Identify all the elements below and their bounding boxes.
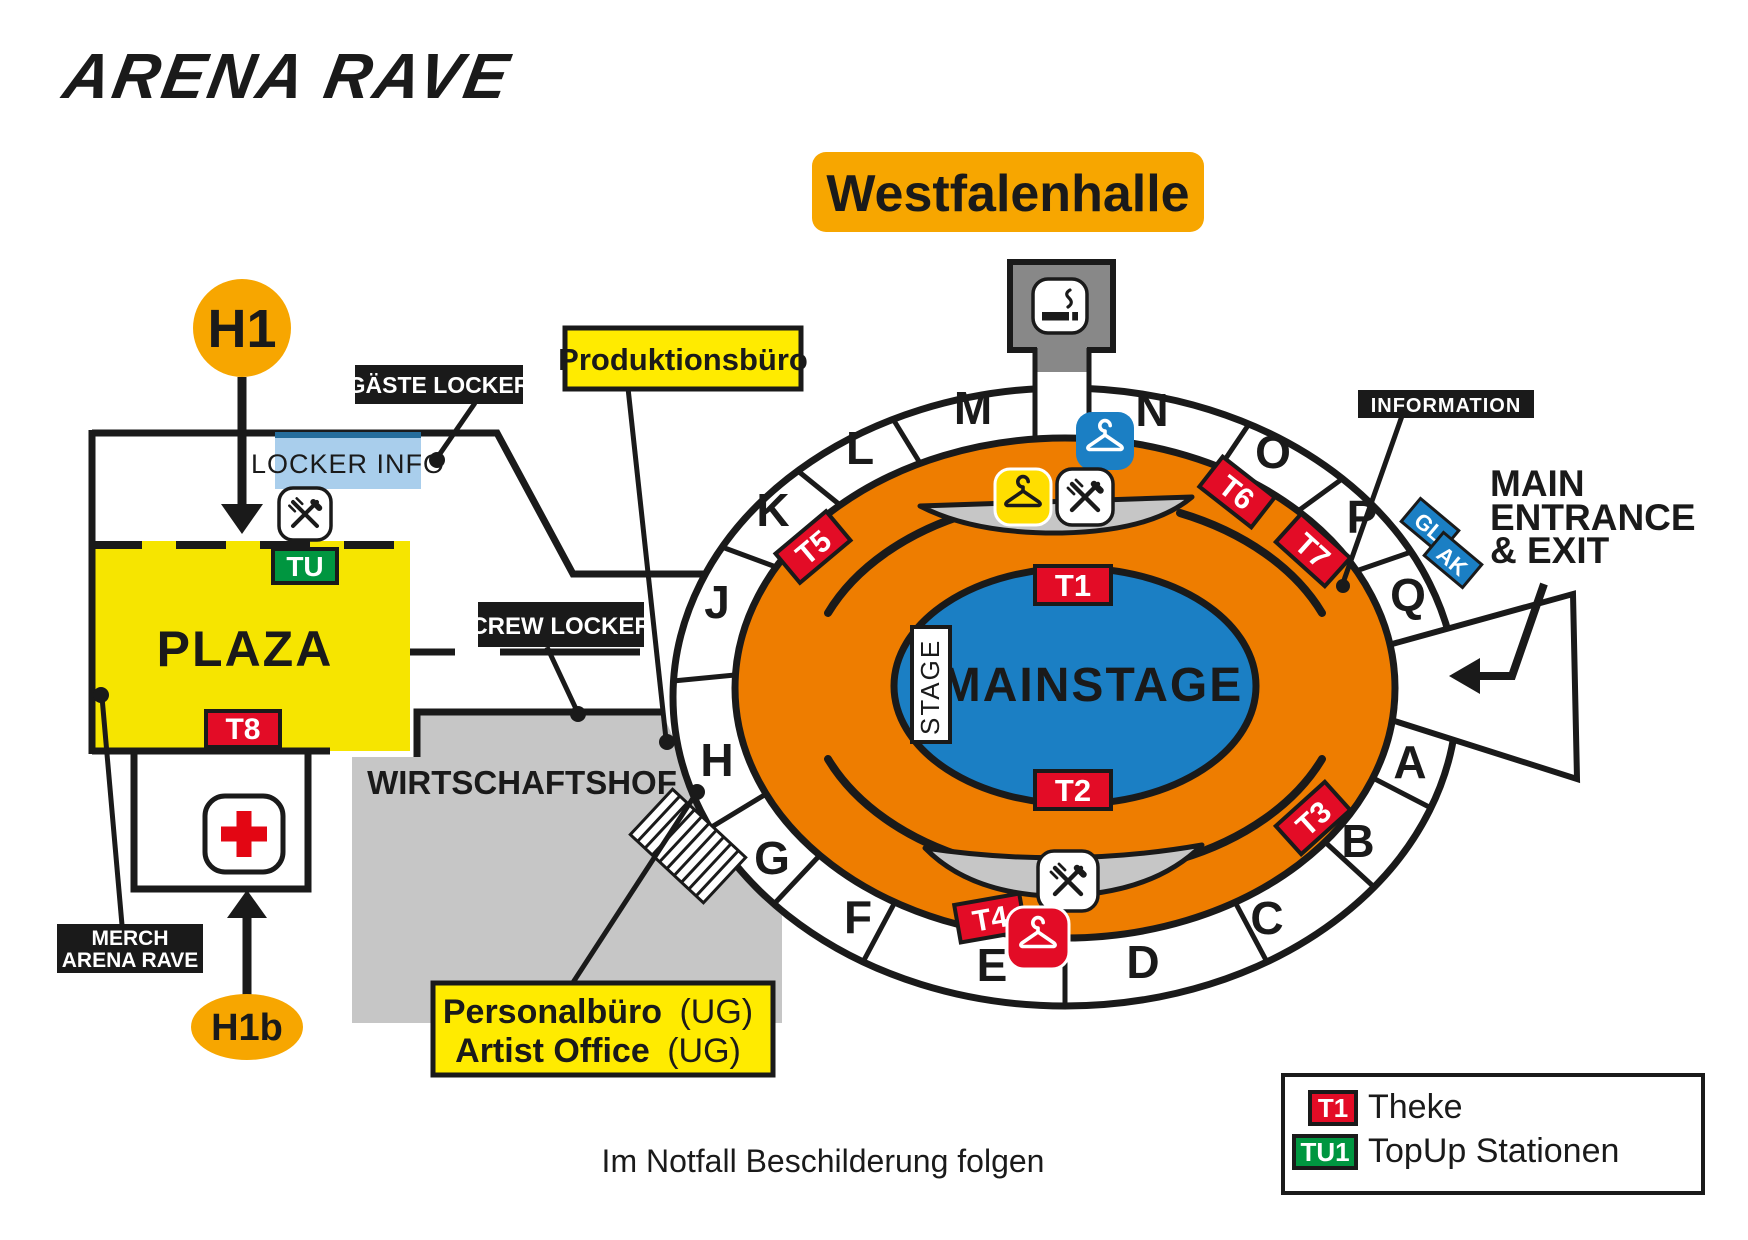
stage-box bbox=[910, 625, 952, 744]
section-label-b: B bbox=[1341, 815, 1374, 867]
stage-label: STAGE bbox=[915, 639, 945, 735]
plaza-label: PLAZA bbox=[157, 621, 334, 677]
section-label-k: K bbox=[756, 484, 789, 536]
section-label-a: A bbox=[1393, 736, 1426, 788]
svg-text:TU: TU bbox=[286, 551, 323, 582]
artist-office-suffix: (UG) bbox=[667, 1032, 741, 1070]
first-aid-icon bbox=[202, 793, 286, 875]
section-label-q: Q bbox=[1390, 569, 1426, 621]
information-label: INFORMATION bbox=[1371, 395, 1522, 417]
badge-t5: T5 bbox=[772, 508, 854, 586]
main-entrance-line2: ENTRANCE bbox=[1490, 497, 1696, 538]
merch-label-line2: ARENA RAVE bbox=[62, 949, 199, 972]
svg-text:Artist Office (UG): Artist Office (UG) bbox=[455, 1032, 741, 1070]
legend: T1 Theke TU1 TopUp Stationen bbox=[1281, 1073, 1705, 1195]
logo-text: ARENA RAVE bbox=[56, 40, 517, 111]
svg-text:T2: T2 bbox=[1055, 773, 1091, 808]
h1-circle bbox=[193, 279, 291, 377]
entrance-arrow-shaft bbox=[1477, 582, 1548, 680]
smoking-area bbox=[1007, 259, 1116, 376]
legend-theke-label: Theke bbox=[1368, 1088, 1463, 1126]
merch-label-line1: MERCH bbox=[92, 927, 169, 950]
h1-arrow bbox=[221, 504, 263, 534]
hall-title: Westfalenhalle bbox=[826, 165, 1189, 223]
mainstage-label: MAINSTAGE bbox=[941, 659, 1243, 712]
svg-text:T1: T1 bbox=[1318, 1093, 1348, 1123]
mainstage-floor: MAINSTAGE STAGE bbox=[890, 564, 1260, 808]
section-label-j: J bbox=[704, 576, 730, 628]
badge-tu: TU bbox=[271, 547, 339, 585]
legend-topup-label: TopUp Stationen bbox=[1368, 1132, 1619, 1170]
badge-ak: AK bbox=[1422, 530, 1484, 590]
main-entrance-line3: & EXIT bbox=[1490, 530, 1610, 571]
artist-office-label: Artist Office bbox=[455, 1032, 650, 1070]
h1b-label: H1b bbox=[211, 1007, 283, 1049]
section-label-l: L bbox=[846, 422, 874, 474]
section-dividers bbox=[672, 417, 1433, 1006]
locker-info-label: LOCKER INFO bbox=[251, 449, 445, 479]
svg-text:T8: T8 bbox=[225, 713, 260, 746]
svg-text:Personalbüro (UG): Personalbüro (UG) bbox=[443, 993, 753, 1031]
badge-t8: T8 bbox=[204, 709, 282, 749]
personalbuero-suffix: (UG) bbox=[679, 993, 753, 1031]
badge-t1: T1 bbox=[1033, 564, 1113, 606]
section-label-o: O bbox=[1255, 426, 1291, 478]
h1-label: H1 bbox=[207, 299, 276, 359]
main-entrance-funnel bbox=[1384, 582, 1581, 784]
svg-text:T1: T1 bbox=[1055, 568, 1091, 603]
section-label-m: M bbox=[954, 382, 992, 434]
smoking-area-icon bbox=[1031, 277, 1089, 335]
crew-locker-label: CREW LOCKER bbox=[470, 613, 651, 640]
wirtschaftshof-label: WIRTSCHAFTSHOF bbox=[367, 764, 677, 801]
locker-info-box: LOCKER INFO bbox=[251, 432, 445, 489]
arena-rave-logo: ARENA RAVE bbox=[56, 40, 517, 111]
food-icon-top bbox=[1055, 467, 1115, 527]
first-aid-room-wall bbox=[130, 751, 312, 893]
wardrobe-yellow-icon bbox=[993, 467, 1053, 527]
section-label-h: H bbox=[700, 734, 733, 786]
personalbuero-callout: Personalbüro (UG) Artist Office (UG) bbox=[430, 784, 776, 1078]
h1b-marker: H1b bbox=[191, 890, 303, 1060]
emergency-note: Im Notfall Beschilderung folgen bbox=[602, 1143, 1045, 1179]
wardrobe-red-icon bbox=[1005, 905, 1071, 971]
section-label-n: N bbox=[1135, 384, 1168, 436]
section-label-e: E bbox=[977, 939, 1008, 991]
information-callout: INFORMATION bbox=[1336, 390, 1534, 593]
h1b-ellipse bbox=[191, 994, 303, 1060]
badge-t6: T6 bbox=[1196, 453, 1278, 531]
entrance-arrow-head bbox=[1449, 658, 1480, 694]
main-entrance-line1: MAIN bbox=[1490, 463, 1585, 504]
badge-t2: T2 bbox=[1033, 769, 1113, 811]
hall-title-background bbox=[812, 152, 1204, 232]
hall-title-banner: Westfalenhalle bbox=[812, 152, 1204, 232]
section-label-d: D bbox=[1126, 936, 1159, 988]
merch-callout: MERCH ARENA RAVE bbox=[57, 687, 203, 973]
smoking-area-stem bbox=[1037, 346, 1087, 376]
crew-locker-callout: CREW LOCKER bbox=[470, 602, 652, 722]
food-icon-plaza bbox=[277, 486, 333, 542]
wardrobe-blue-icon bbox=[1076, 412, 1134, 470]
produktionsbuero-label: Produktionsbüro bbox=[558, 342, 808, 377]
gaeste-locker-callout: GÄSTE LOCKER bbox=[348, 365, 531, 468]
section-label-f: F bbox=[844, 891, 872, 943]
legend-theke-badge bbox=[1308, 1090, 1358, 1126]
legend-topup-badge bbox=[1292, 1134, 1358, 1170]
section-labels: M N O P Q A B C D E F G H J K L bbox=[700, 382, 1426, 991]
gaeste-locker-label: GÄSTE LOCKER bbox=[348, 372, 531, 398]
h1b-arrow bbox=[227, 890, 267, 918]
section-label-c: C bbox=[1250, 892, 1283, 944]
svg-text:T4: T4 bbox=[970, 900, 1011, 939]
food-icon-bottom bbox=[1036, 849, 1100, 913]
svg-text:TU1: TU1 bbox=[1300, 1137, 1349, 1167]
produktionsbuero-callout: Produktionsbüro bbox=[558, 325, 808, 750]
personalbuero-label: Personalbüro bbox=[443, 993, 662, 1031]
section-label-g: G bbox=[754, 832, 790, 884]
main-entrance-label: MAIN ENTRANCE & EXIT bbox=[1490, 463, 1696, 571]
h1-marker: H1 bbox=[193, 279, 291, 534]
